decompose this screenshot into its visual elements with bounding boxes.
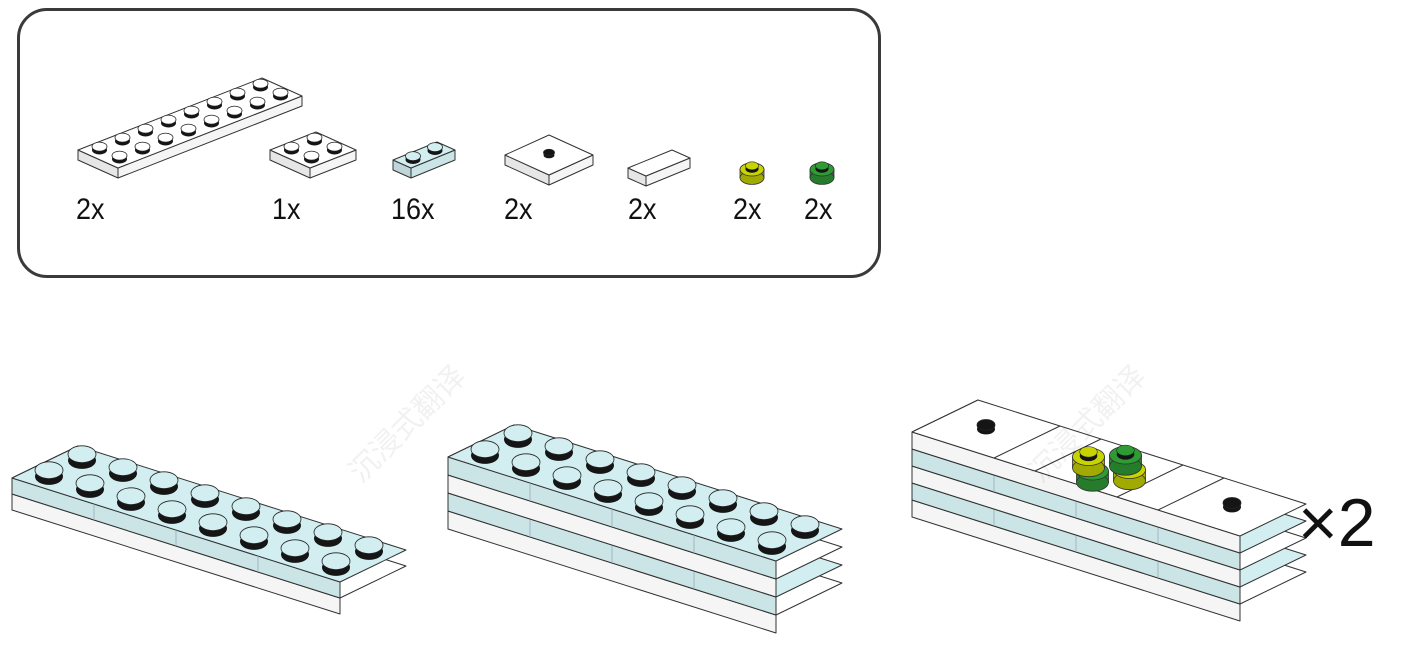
stud-top [675, 505, 705, 524]
assembly-step-1 [11, 445, 407, 615]
stud-top [91, 141, 108, 152]
stud-top [249, 96, 266, 107]
round-plate-stud-top [1079, 446, 1098, 458]
round-plate-green [1109, 444, 1142, 476]
qty-round-green: 2x [804, 193, 833, 226]
stud-top [226, 105, 243, 116]
qty-plate-2x2: 1x [272, 193, 301, 226]
part-plate-1x2-blue [392, 141, 456, 179]
stud-top [134, 141, 151, 152]
stud-top [313, 523, 343, 541]
stud-top [183, 105, 200, 116]
stud-top [252, 78, 269, 89]
qty-plate-1x2-blue: 16x [391, 193, 435, 226]
stud-top [626, 463, 656, 482]
stud-top [116, 487, 146, 506]
stud-top [405, 151, 421, 162]
stud-top [75, 474, 105, 493]
parts-list-box [17, 8, 881, 278]
plate-top-face [77, 77, 303, 169]
stud-top [272, 87, 289, 98]
stud-top [326, 141, 343, 152]
stud-top [667, 476, 697, 495]
stud-top [190, 484, 220, 503]
plate-top-face [269, 131, 357, 169]
part-tile-1x2 [627, 149, 691, 187]
qty-jumper-plate: 2x [504, 193, 533, 226]
part-plate-2x8 [77, 77, 303, 179]
stud-top [708, 489, 738, 508]
stud-top [206, 96, 223, 107]
build-multiplier: ×2 [1298, 485, 1376, 561]
stud-top [111, 150, 128, 161]
assembly-step-2 [447, 424, 843, 634]
stud-top [1222, 497, 1242, 509]
stud-top [180, 123, 197, 134]
stud-top [157, 132, 174, 143]
stud-top [634, 492, 664, 511]
round-plate-stud-top [815, 161, 829, 171]
stud-top [470, 440, 500, 459]
stud-top [108, 458, 138, 477]
part-plate-2x2 [269, 131, 357, 179]
stud-top [149, 471, 179, 490]
stud-top [427, 142, 443, 153]
stud-top [272, 510, 302, 529]
layer-top-face [911, 399, 1307, 537]
tile-seam [1157, 477, 1225, 511]
stud-top [239, 526, 269, 544]
stud-top [749, 502, 779, 521]
tile-seam [1116, 464, 1184, 498]
stud-top [544, 437, 574, 456]
stud-top [303, 150, 320, 161]
assembly-step-3 [911, 399, 1307, 622]
stud-top [229, 87, 246, 98]
stud-top [137, 123, 154, 134]
round-plate-stud-top [1116, 444, 1135, 456]
stud-top [511, 453, 541, 472]
stud-top [552, 466, 582, 485]
stud-top [283, 141, 300, 152]
stud-top [503, 424, 533, 443]
stud-top [34, 461, 64, 480]
stud-top [231, 497, 261, 516]
stud-top [306, 132, 323, 143]
stud-top [160, 114, 177, 125]
part-round-plate-yellow [739, 161, 765, 185]
stud-top [354, 536, 384, 554]
round-plate-stud-top [745, 161, 759, 171]
stud-top [203, 114, 220, 125]
part-round-plate-green [809, 161, 835, 185]
tile-seam [993, 425, 1061, 459]
stud-top [716, 518, 746, 536]
part-jumper-plate [504, 134, 594, 186]
qty-round-yellow: 2x [733, 193, 762, 226]
round-plate-yellow [1072, 446, 1105, 478]
stud-top [67, 445, 97, 464]
stud-top [790, 515, 820, 533]
stud-top [757, 531, 787, 549]
stud-top [198, 513, 228, 531]
tile-top-face [627, 149, 691, 177]
stud-top [976, 419, 996, 431]
stud-top [114, 132, 131, 143]
qty-tile: 2x [628, 193, 657, 226]
stud-top [280, 539, 310, 557]
tile-seam [1034, 438, 1102, 472]
stud-top [593, 479, 623, 498]
stud-top [321, 552, 351, 570]
stud-top [157, 500, 187, 519]
stud-top [585, 450, 615, 469]
stud-top [543, 148, 555, 157]
qty-plate-2x8: 2x [76, 193, 105, 226]
